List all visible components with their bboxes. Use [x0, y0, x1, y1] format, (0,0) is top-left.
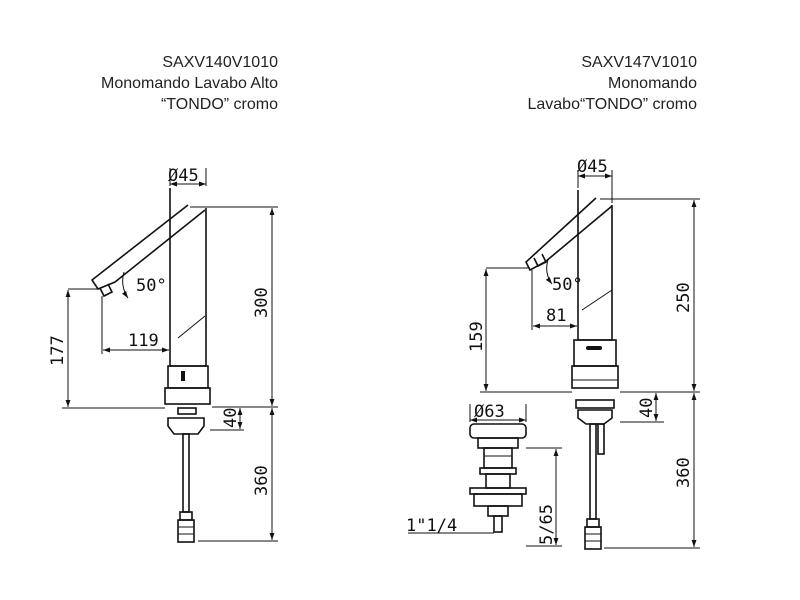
indicator-right: [586, 346, 602, 350]
dim-spout-height-right: 159: [467, 321, 487, 352]
waste-drain: [469, 423, 527, 533]
dim-angle-left: 50°: [136, 276, 167, 296]
hose-fitting-right: [586, 518, 600, 528]
dim-mount-left: 40: [221, 408, 241, 428]
aerator-right: [533, 253, 548, 268]
product-desc-right-2: Lavabo“TONDO” cromo: [527, 96, 697, 113]
dim-hose-right: 360: [674, 457, 694, 488]
waste-body-mid: [485, 473, 511, 489]
aerator-left: [99, 283, 114, 298]
mount-bracket-right: [577, 409, 613, 425]
hose-right-a: [589, 423, 597, 520]
dim-waste-range: 5/65: [537, 504, 557, 545]
product-desc-left-2: “TONDO” cromo: [160, 96, 278, 113]
indicator-left: [181, 371, 185, 381]
spout-underside-right: [581, 289, 613, 311]
waste-nut: [469, 487, 527, 495]
handle-ring-right: [573, 339, 617, 367]
waste-body-upper: [483, 447, 513, 469]
dim-hose-left: 360: [252, 465, 272, 496]
product-code-left: SAXV140V1010: [162, 54, 278, 71]
spout-underside-left: [177, 315, 206, 339]
dim-spout-height-left: 177: [48, 335, 68, 366]
title-left: SAXV140V1010 Monomando Lavabo Alto “TOND…: [101, 52, 278, 115]
hose-end-right: [584, 526, 602, 550]
dim-mount-right: 40: [637, 398, 657, 418]
dim-diameter-left: Ø45: [168, 166, 199, 186]
dim-waste-thread: 1"1/4: [406, 516, 457, 536]
dim-waste-diameter: Ø63: [474, 402, 505, 422]
waste-tail: [487, 505, 509, 517]
dim-reach-right: 81: [546, 306, 566, 326]
waste-washer: [479, 467, 517, 475]
product-desc-right-1: Monomando: [608, 75, 697, 92]
dimensions-right: Ø45 250 40 360 159 81 50° Ø63: [406, 157, 700, 549]
dim-diameter-right: Ø45: [577, 157, 608, 177]
mount-nut-left: [177, 407, 197, 415]
hose-fitting-left: [179, 511, 193, 521]
mount-bracket-left: [167, 417, 205, 435]
faucet-left: [90, 188, 211, 543]
waste-cap: [469, 423, 527, 439]
handle-ring-left: [167, 365, 209, 389]
dim-angle-right: 50°: [552, 275, 583, 295]
dim-reach-left: 119: [128, 331, 159, 351]
hose-end-left: [177, 519, 195, 543]
title-right: SAXV147V1010 Monomando Lavabo“TONDO” cro…: [527, 52, 697, 115]
faucet-right: [525, 190, 619, 550]
waste-locknut: [473, 493, 523, 507]
spout-right: [525, 197, 613, 272]
dimensions-left: Ø45 300 40 360 177 119 50°: [48, 166, 278, 542]
mount-nut-right: [575, 399, 615, 409]
product-desc-left-1: Monomando Lavabo Alto: [100, 75, 278, 92]
waste-flange: [477, 437, 519, 449]
hose-left: [182, 433, 190, 513]
base-right: [571, 365, 619, 389]
dim-total-height-left: 300: [252, 287, 272, 318]
dim-total-height-right: 250: [674, 282, 694, 313]
faucet-body-right: [577, 190, 613, 341]
waste-stem: [493, 515, 503, 533]
hose-right-b: [597, 423, 605, 455]
product-code-right: SAXV147V1010: [581, 54, 697, 71]
base-left: [164, 387, 211, 405]
